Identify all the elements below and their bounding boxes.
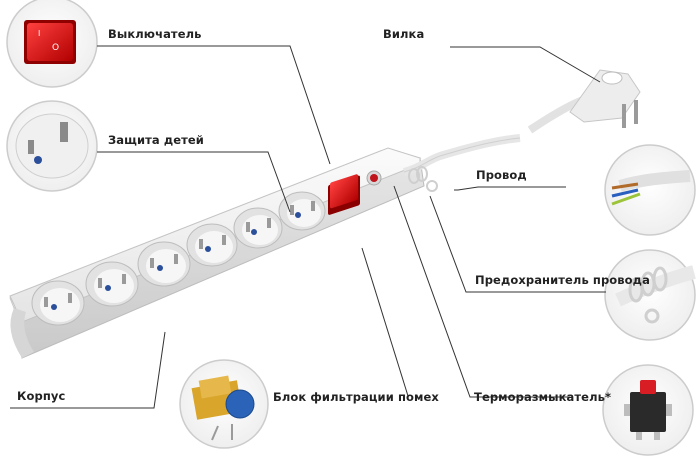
label-housing: Корпус	[17, 389, 66, 403]
label-cord: Провод	[476, 168, 527, 182]
socket-2	[85, 261, 139, 307]
socket-4	[186, 223, 238, 267]
socket-3	[137, 241, 191, 287]
cord-inset	[604, 144, 696, 236]
svg-text:O: O	[52, 43, 59, 53]
label-switch: Выключатель	[108, 27, 202, 41]
socket-6	[278, 191, 326, 231]
label-child-protection: Защита детей	[108, 133, 204, 147]
child-protection-inset	[6, 100, 98, 192]
strip-thermal-button	[366, 170, 382, 186]
socket-row	[31, 191, 326, 326]
switch-inset: I O	[6, 0, 98, 88]
label-thermal-breaker: Терморазмыкатель*	[474, 390, 612, 404]
svg-text:I: I	[38, 29, 40, 38]
plug-image	[527, 69, 641, 134]
label-cord-protector: Предохранитель провода	[475, 273, 650, 287]
thermal-breaker-inset	[602, 364, 694, 456]
filter-block-inset	[179, 359, 269, 449]
leader-lines	[10, 45, 606, 409]
socket-1	[31, 280, 85, 326]
strip-switch	[328, 174, 360, 215]
socket-5	[233, 207, 283, 249]
label-plug: Вилка	[383, 27, 425, 41]
cord-protector-inset	[604, 249, 696, 341]
cord	[402, 134, 521, 192]
label-filter-block: Блок фильтрации помех	[273, 390, 439, 404]
